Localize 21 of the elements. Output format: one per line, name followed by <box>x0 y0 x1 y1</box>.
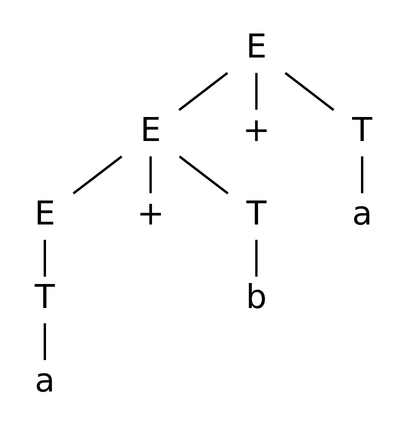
node-text: T <box>352 110 372 149</box>
connector <box>44 239 46 276</box>
node-text: b <box>246 276 267 316</box>
node-text: T <box>34 276 55 316</box>
connector <box>284 72 334 110</box>
connector <box>178 72 228 110</box>
node-text: E <box>246 26 267 66</box>
connector <box>44 322 46 360</box>
connector <box>178 154 229 194</box>
node-text: a <box>34 360 55 399</box>
node-text: T <box>246 193 266 232</box>
connector <box>360 156 364 193</box>
node-text: + <box>242 110 270 149</box>
connector <box>149 156 152 193</box>
node-text: a <box>352 193 372 232</box>
node-text: + <box>136 193 164 232</box>
connector <box>255 239 258 276</box>
connector <box>72 154 122 194</box>
connector <box>255 72 258 110</box>
node-text: E <box>140 110 162 149</box>
node-text: E <box>34 193 56 232</box>
